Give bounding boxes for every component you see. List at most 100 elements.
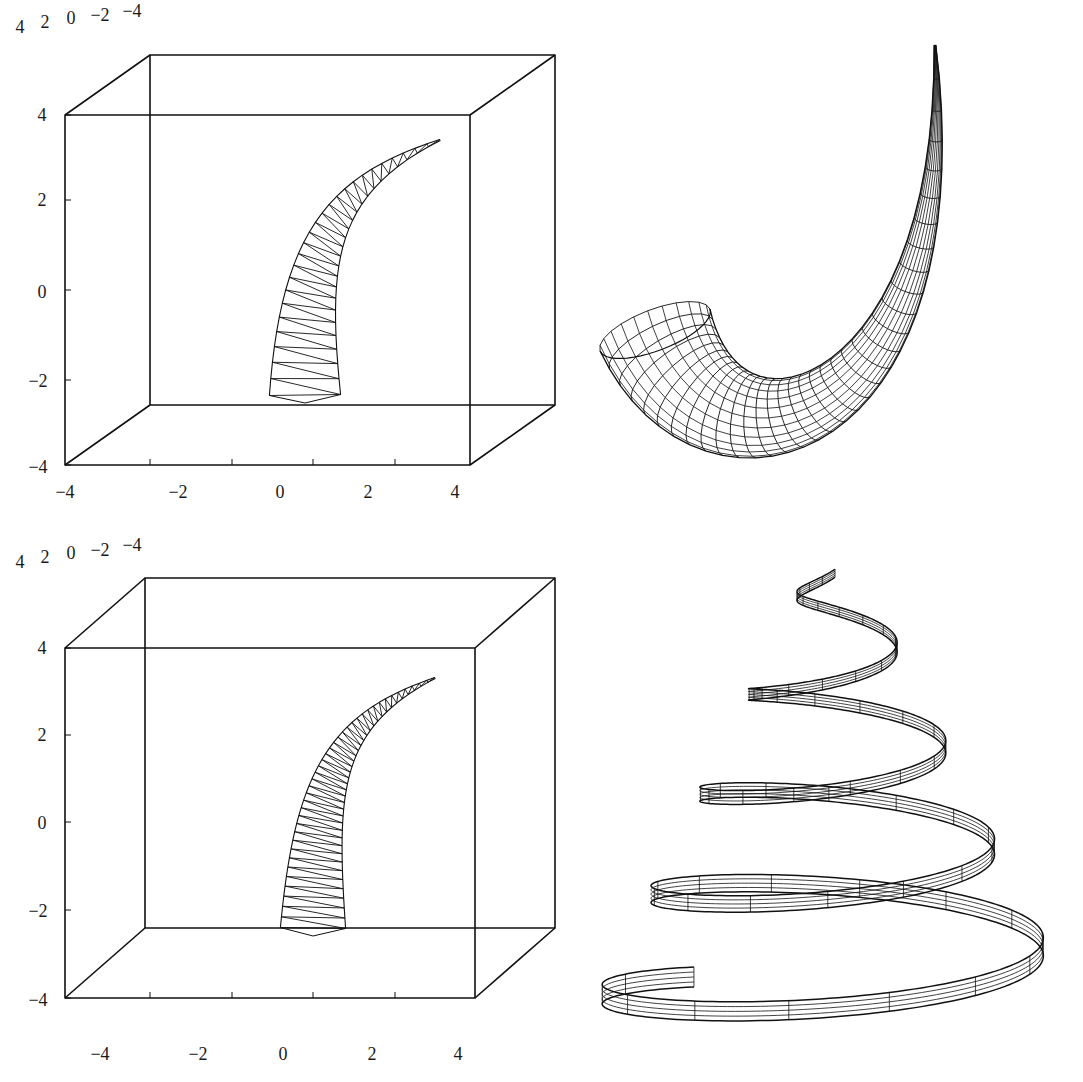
surface-rung <box>290 277 337 287</box>
surface-diagonal <box>294 265 337 287</box>
surface-rung <box>293 840 342 846</box>
box-edge <box>475 928 555 998</box>
surface-rung <box>299 815 343 823</box>
surface-diagonal <box>295 832 342 846</box>
surface-diagonal <box>391 695 392 707</box>
horn-meridian <box>662 45 936 408</box>
axis-tick-label: −2 <box>90 541 109 559</box>
tick-mark <box>232 992 233 998</box>
surface-diagonal <box>326 754 351 773</box>
axis-tick-label: 2 <box>41 13 50 31</box>
axis-tick-label: −4 <box>122 2 141 20</box>
helix-rung <box>693 967 694 987</box>
surface-diagonal <box>315 772 346 790</box>
surface-base <box>269 395 340 403</box>
box-front-face <box>65 648 475 998</box>
tapered-surface <box>269 139 440 403</box>
surface-diagonal <box>298 254 337 277</box>
surface-diagonal <box>428 139 439 146</box>
surface-diagonal <box>408 686 412 695</box>
surface-diagonal <box>322 760 349 778</box>
axis-tick-label: 4 <box>16 553 25 571</box>
axis-tick-label: 4 <box>38 639 47 657</box>
box-back-face <box>145 578 555 928</box>
tapered-surface <box>280 677 435 936</box>
horn-ring <box>619 325 715 386</box>
surface-diagonal <box>414 683 419 690</box>
surface-rung <box>294 265 338 276</box>
tick-mark <box>65 648 71 649</box>
surface-rung <box>412 686 414 690</box>
surface-diagonal <box>309 232 340 256</box>
helix-rung <box>809 583 810 591</box>
box-edge <box>470 405 555 465</box>
surface-diagonal <box>330 748 353 767</box>
helix-rung <box>945 740 946 753</box>
helix-rung <box>788 685 789 696</box>
helix-rung <box>953 809 954 824</box>
surface-rung <box>269 394 340 396</box>
helix-rung <box>1042 933 1043 951</box>
surface-rung <box>419 683 421 686</box>
horn-surface <box>600 45 942 458</box>
box-edge <box>475 578 555 648</box>
helix-rung <box>862 615 863 625</box>
helix-rung <box>975 977 976 996</box>
surface-diagonal <box>368 710 374 726</box>
helix-strand <box>602 575 1043 1016</box>
surface-base <box>280 928 345 936</box>
axis-tick-label: −2 <box>168 483 187 501</box>
helix-rung <box>799 588 800 597</box>
axis-tick-label: 4 <box>16 18 25 36</box>
axis-tick-label: −4 <box>122 536 141 554</box>
horn-ring <box>799 374 833 431</box>
surface-edge <box>269 139 439 395</box>
axis-tick-label: 2 <box>368 1045 377 1063</box>
plot-box <box>65 55 555 465</box>
helix-rung <box>991 847 992 863</box>
surface-diagonal <box>271 379 341 395</box>
helix-rung <box>883 625 884 635</box>
helix-rung <box>749 689 750 700</box>
helix-rung <box>903 881 904 897</box>
tick-mark <box>65 735 71 736</box>
surface-diagonal <box>312 779 345 796</box>
surface-diagonal <box>362 175 367 196</box>
axis-tick-label: −2 <box>90 6 109 24</box>
box-edge <box>65 928 145 998</box>
axis-tick-label: −4 <box>90 1045 109 1063</box>
horn-opening <box>600 309 710 358</box>
surface-rung <box>403 153 407 160</box>
surface-rung <box>280 927 345 929</box>
axis-tick-label: 2 <box>41 548 50 566</box>
helix-rung <box>896 795 897 810</box>
axis-tick-label: −2 <box>28 372 47 390</box>
surface-diagonal <box>397 692 399 703</box>
helix-rung <box>839 607 840 616</box>
helix-rung <box>720 783 721 797</box>
axis-tick-label: 4 <box>451 483 460 501</box>
helix-rung <box>835 569 836 577</box>
horn-meridian <box>689 45 935 391</box>
axis-tick-label: −4 <box>55 483 74 501</box>
tick-mark <box>313 459 314 465</box>
tick-mark <box>395 459 396 465</box>
surface-rung <box>295 832 342 838</box>
helix-rung <box>822 577 823 585</box>
surface-diagonal <box>277 332 337 350</box>
surface-diagonal <box>322 213 346 238</box>
surface-diagonal <box>353 182 362 204</box>
surface-rung <box>382 163 389 173</box>
horn-meridian <box>621 45 939 437</box>
surface-rung <box>362 714 374 726</box>
helix-rung <box>625 974 626 994</box>
tick-mark <box>65 822 71 823</box>
horn-meridian <box>676 45 935 399</box>
tick-mark <box>65 200 71 201</box>
helix-rung <box>934 756 935 769</box>
surface-diagonal <box>428 677 435 682</box>
helix-rung <box>1029 956 1030 974</box>
helix-rung <box>855 671 856 682</box>
